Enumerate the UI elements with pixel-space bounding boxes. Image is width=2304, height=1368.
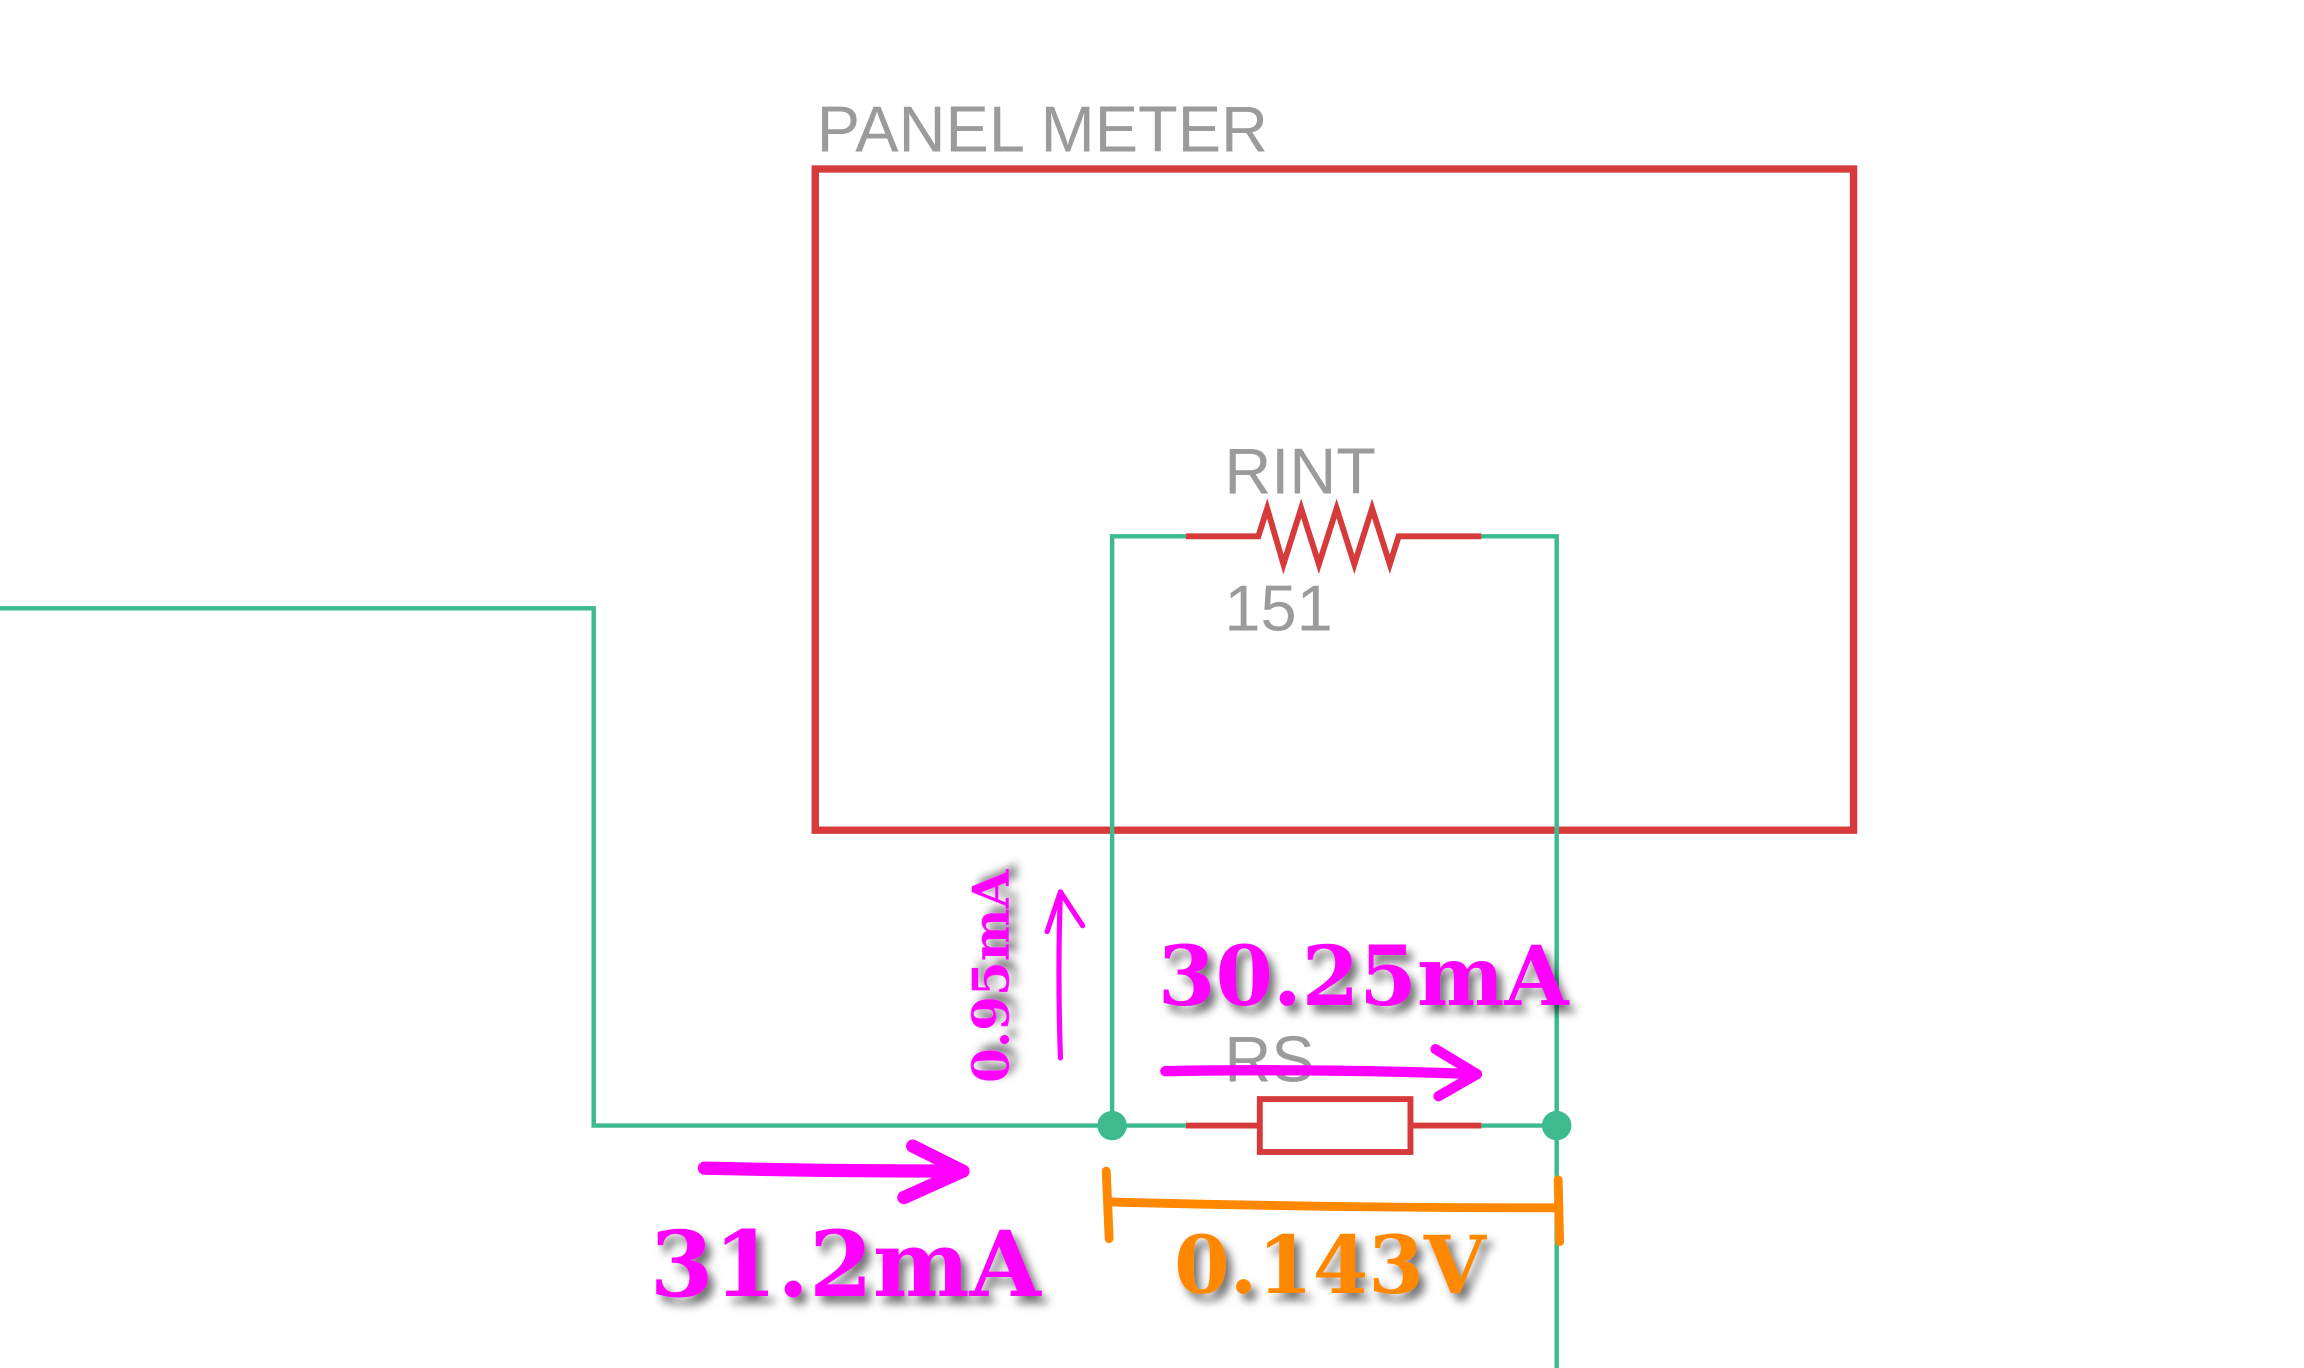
meter-current-arrow-icon — [1044, 889, 1086, 1061]
total-current-label: 31.2mA — [650, 1210, 1042, 1318]
current-arrows — [697, 889, 1483, 1205]
junction-right[interactable] — [1541, 1110, 1572, 1141]
voltage-bracket-icon — [1101, 1166, 1565, 1247]
total-current-arrow-icon — [697, 1139, 970, 1205]
rs-name-label: RS — [1224, 1023, 1314, 1096]
shunt-current-arrow-icon — [1160, 1044, 1483, 1102]
rint-name-label: RINT — [1224, 435, 1376, 508]
shunt-current-label: 30.25mA — [1158, 929, 1570, 1025]
wires — [0, 534, 1559, 1368]
wire-meter-right[interactable] — [1481, 534, 1559, 1368]
wire-meter-left[interactable] — [1109, 534, 1186, 1126]
rint-value-label: 151 — [1224, 572, 1332, 645]
panel-meter-label: PANEL METER — [817, 92, 1268, 165]
junction-left[interactable] — [1097, 1110, 1127, 1141]
resistor-rs[interactable] — [1185, 1096, 1482, 1155]
panel-meter-block[interactable] — [811, 165, 1858, 834]
meter-current-label: 0.95mA — [962, 869, 1021, 1083]
resistor-rint[interactable] — [1185, 498, 1482, 575]
wire-input[interactable] — [0, 606, 1113, 1128]
shunt-voltage-label: 0.143V — [1174, 1218, 1487, 1312]
